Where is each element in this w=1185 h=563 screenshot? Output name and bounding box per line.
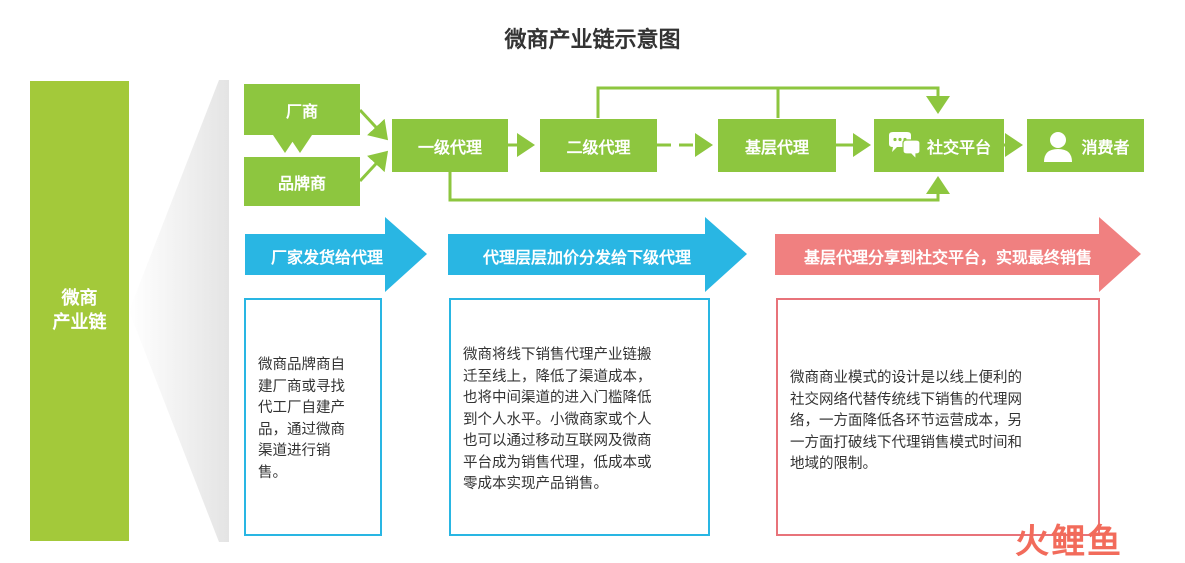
arrow-top-loop — [596, 86, 950, 118]
node-base: 基层代理 — [718, 119, 836, 172]
desc-1-line: 品，通过微商 — [258, 421, 345, 438]
desc-2-line: 平台成为销售代理，低成本或 — [463, 454, 652, 471]
chat-bubbles-icon — [887, 131, 921, 161]
banner-arrow-2 — [448, 217, 747, 292]
desc-box-2: 微商将线下销售代理产业链搬 迁至线上，降低了渠道成本， 也将中间渠道的进入门槛降… — [449, 298, 710, 536]
desc-2-line: 微商将线下销售代理产业链搬 — [463, 347, 652, 363]
left-sidebar-label: 微商 产业链 — [30, 287, 129, 335]
desc-1-line: 微商品牌商自 — [258, 357, 345, 373]
left-label-line-2: 产业链 — [52, 312, 107, 333]
node-consumer-label: 消费者 — [1081, 137, 1130, 157]
diagram-title: 微商产业链示意图 — [504, 28, 681, 53]
funnel-shape — [129, 80, 229, 542]
desc-2-line: 迁至线上，降低了渠道成本， — [463, 368, 652, 385]
banner-arrow-3 — [775, 217, 1141, 292]
desc-box-3: 微商商业模式的设计是以线上便利的 社交网络代替传统线下销售的代理网 络，一方面降… — [776, 298, 1100, 536]
banner-3-text: 基层代理分享到社交平台，实现最终销售 — [803, 248, 1092, 267]
desc-3-line: 微商商业模式的设计是以线上便利的 — [790, 370, 1022, 386]
node-factory: 厂商 — [244, 84, 360, 135]
node-level1-label: 一级代理 — [417, 137, 482, 157]
desc-1-line: 售。 — [258, 464, 287, 481]
person-icon — [1041, 129, 1075, 163]
node-brand: 品牌商 — [244, 157, 360, 206]
node-consumer: 消费者 — [1027, 119, 1144, 172]
desc-2-line: 到个人水平。小微商家或个人 — [463, 411, 652, 428]
node-level2-label: 二级代理 — [566, 137, 631, 157]
desc-2-line: 零成本实现产品销售。 — [463, 476, 608, 492]
desc-3-line: 络，一方面降低各环节运营成本，另 — [790, 413, 1022, 429]
banner-1-text: 厂家发货给代理 — [270, 248, 383, 267]
desc-1-line: 渠道进行销 — [258, 443, 331, 459]
desc-2-line: 也可以通过移动互联网及微商 — [463, 433, 652, 449]
desc-3-line: 一方面打破线下代理销售模式时间和 — [790, 434, 1022, 451]
node-level1: 一级代理 — [392, 119, 508, 172]
left-label-line-1: 微商 — [61, 288, 98, 309]
node-factory-label: 厂商 — [285, 101, 318, 121]
node-social: 社交平台 — [874, 119, 1004, 172]
node-base-label: 基层代理 — [744, 137, 809, 157]
banner-arrow-1 — [245, 217, 427, 292]
banner-2-text: 代理层层加价分发给下级代理 — [482, 248, 691, 267]
desc-1-line: 建厂商或寻找 — [258, 378, 345, 395]
desc-3-line: 地域的限制。 — [790, 456, 877, 472]
node-brand-label: 品牌商 — [277, 173, 326, 193]
node-social-label: 社交平台 — [926, 137, 991, 157]
desc-box-1: 微商品牌商自 建厂商或寻找 代工厂自建产 品，通过微商 渠道进行销 售。 — [244, 298, 382, 536]
arrow-bottom-loop — [448, 172, 950, 202]
arrow-brand-level1 — [358, 150, 389, 183]
desc-3-line: 社交网络代替传统线下销售的代理网 — [790, 391, 1022, 408]
arrow-factory-level1 — [358, 108, 389, 141]
desc-2-line: 也将中间渠道的进入门槛降低 — [463, 390, 652, 406]
left-sidebar — [30, 81, 129, 541]
node-level2: 二级代理 — [540, 119, 657, 172]
watermark-logo: 火鲤鱼 — [1015, 522, 1123, 562]
desc-1-line: 代工厂自建产 — [258, 400, 345, 416]
